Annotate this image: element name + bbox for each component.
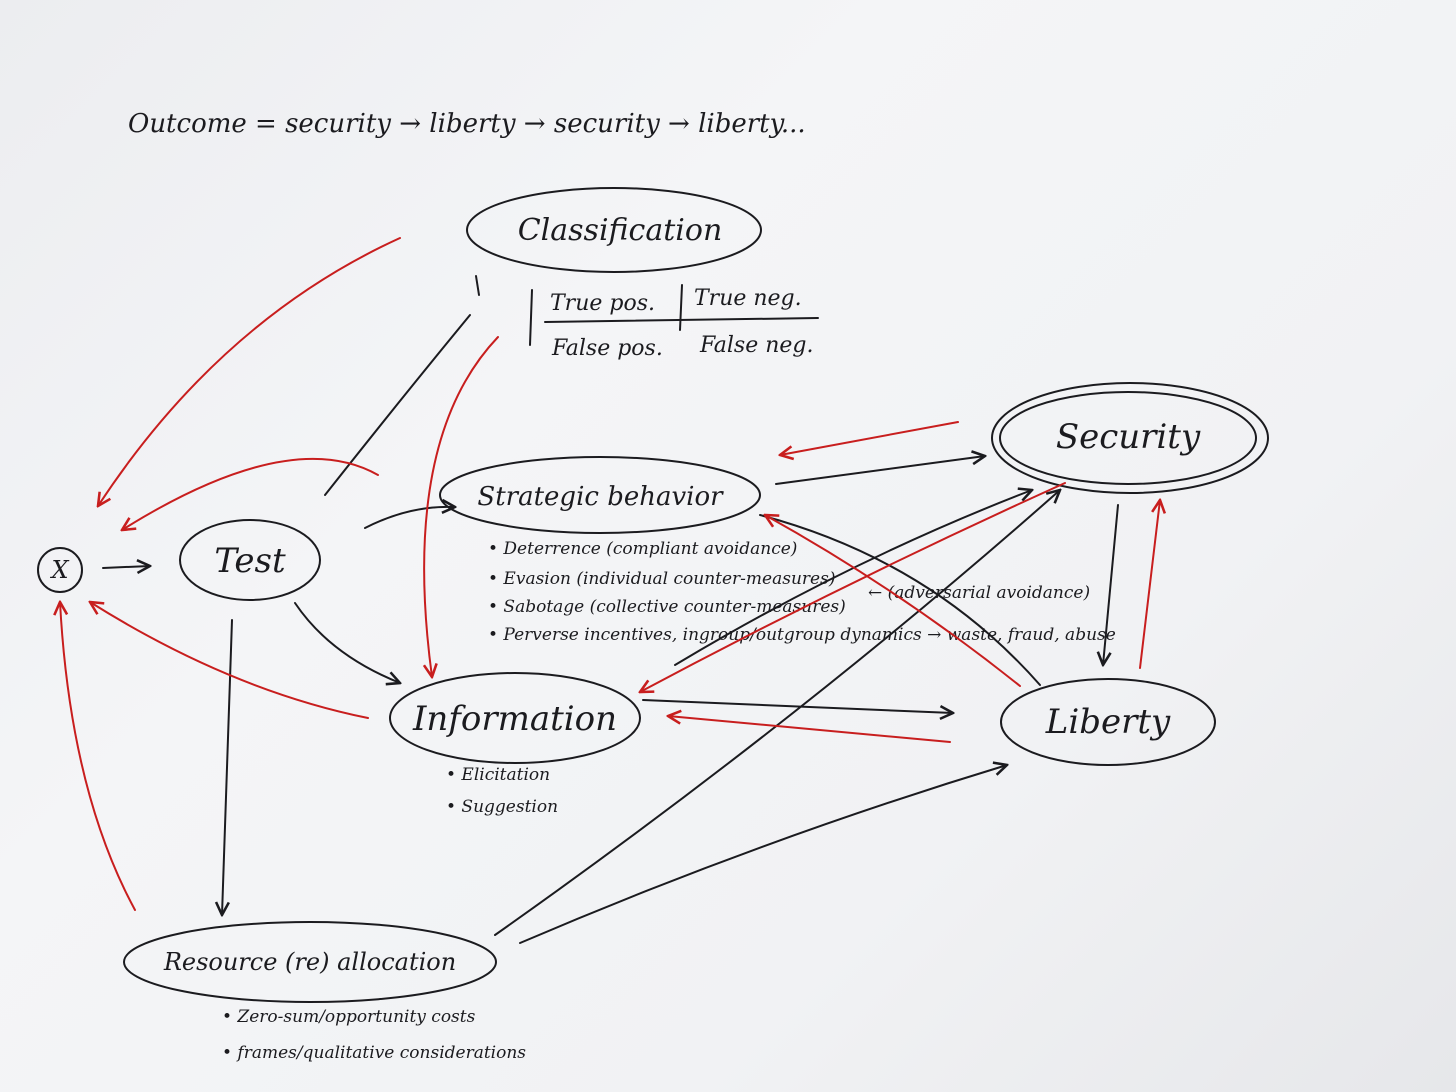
- red-edges: [60, 237, 1160, 911]
- edge-strategic-to-security: [775, 456, 985, 485]
- strategic-notes: • Deterrence (compliant avoidance) • Eva…: [488, 539, 1116, 645]
- strategic-note-2: • Evasion (individual counter-measures): [488, 569, 835, 589]
- classification-node-ellipse: [466, 187, 762, 273]
- red-edge-information-to-x: [90, 602, 369, 719]
- adversarial-note: ← (adversarial avoidance): [868, 583, 1090, 603]
- information-note-1: • Elicitation: [446, 765, 550, 785]
- true-pos-label: True pos.: [550, 291, 655, 316]
- edge-test-to-resource: [222, 619, 233, 915]
- security-node-label: Security: [1056, 417, 1201, 457]
- resource-node-label: Resource (re) allocation: [163, 948, 456, 976]
- x-node-circle: [37, 547, 83, 593]
- strategic-note-4: • Perverse incentives, ingroup/outgroup …: [488, 625, 1116, 645]
- red-edge-liberty-to-information: [668, 716, 951, 743]
- red-edge-classification-to-information: [424, 336, 499, 677]
- edge-resource-to-security: [494, 490, 1060, 936]
- red-edge-security-to-information: [640, 482, 1066, 692]
- information-node-label: Information: [412, 699, 617, 739]
- security-node-ellipse-outer: [991, 382, 1269, 494]
- edge-resource-to-liberty: [519, 765, 1007, 944]
- security-node-ellipse-inner: [999, 391, 1257, 485]
- true-neg-label: True neg.: [694, 286, 802, 311]
- false-neg-label: False neg.: [699, 333, 814, 358]
- strategic-note-1: • Deterrence (compliant avoidance): [488, 539, 797, 559]
- edge-test-to-information: [294, 602, 400, 683]
- strategic-node-ellipse: [439, 456, 761, 534]
- red-edge-liberty-to-strategic: [765, 515, 1021, 687]
- strategic-note-3: • Sabotage (collective counter-measures): [488, 597, 846, 617]
- resource-node-ellipse: [123, 921, 497, 1003]
- resource-note-2: • frames/qualitative considerations: [222, 1043, 526, 1063]
- edge-classification-tick: [475, 275, 480, 296]
- red-edge-liberty-to-security: [1139, 500, 1160, 669]
- red-edge-classification-to-x: [98, 237, 401, 506]
- information-note-2: • Suggestion: [446, 797, 558, 817]
- classification-node-label: Classification: [518, 213, 723, 248]
- resource-note-1: • Zero-sum/opportunity costs: [222, 1007, 476, 1027]
- red-edge-resource-to-x: [60, 602, 136, 911]
- red-edge-security-to-strategic: [780, 421, 959, 455]
- edge-security-to-liberty: [1103, 504, 1119, 665]
- strategic-node-label: Strategic behavior: [477, 482, 724, 512]
- false-pos-label: False pos.: [551, 336, 663, 361]
- liberty-node-label: Liberty: [1045, 702, 1171, 742]
- classification-table: True pos. True neg. False pos. False neg…: [529, 284, 819, 361]
- resource-notes: • Zero-sum/opportunity costs • frames/qu…: [222, 1007, 526, 1063]
- edge-strategic-to-liberty: [759, 514, 1041, 686]
- test-node-ellipse: [179, 519, 321, 601]
- edge-x-to-test: [102, 566, 150, 568]
- liberty-node-ellipse: [1000, 678, 1216, 766]
- information-notes: • Elicitation • Suggestion: [446, 765, 558, 817]
- test-node-label: Test: [214, 541, 286, 581]
- information-node-ellipse: [389, 672, 641, 764]
- edge-information-to-liberty: [642, 699, 953, 713]
- black-edges: [102, 275, 1119, 944]
- edge-test-to-classification: [324, 314, 471, 496]
- header-text: Outcome = security → liberty → security …: [128, 109, 806, 139]
- edge-test-to-strategic: [364, 507, 455, 529]
- red-edge-test-to-x: [122, 457, 379, 530]
- edge-information-to-security: [674, 490, 1032, 666]
- x-node-label: X: [49, 556, 69, 584]
